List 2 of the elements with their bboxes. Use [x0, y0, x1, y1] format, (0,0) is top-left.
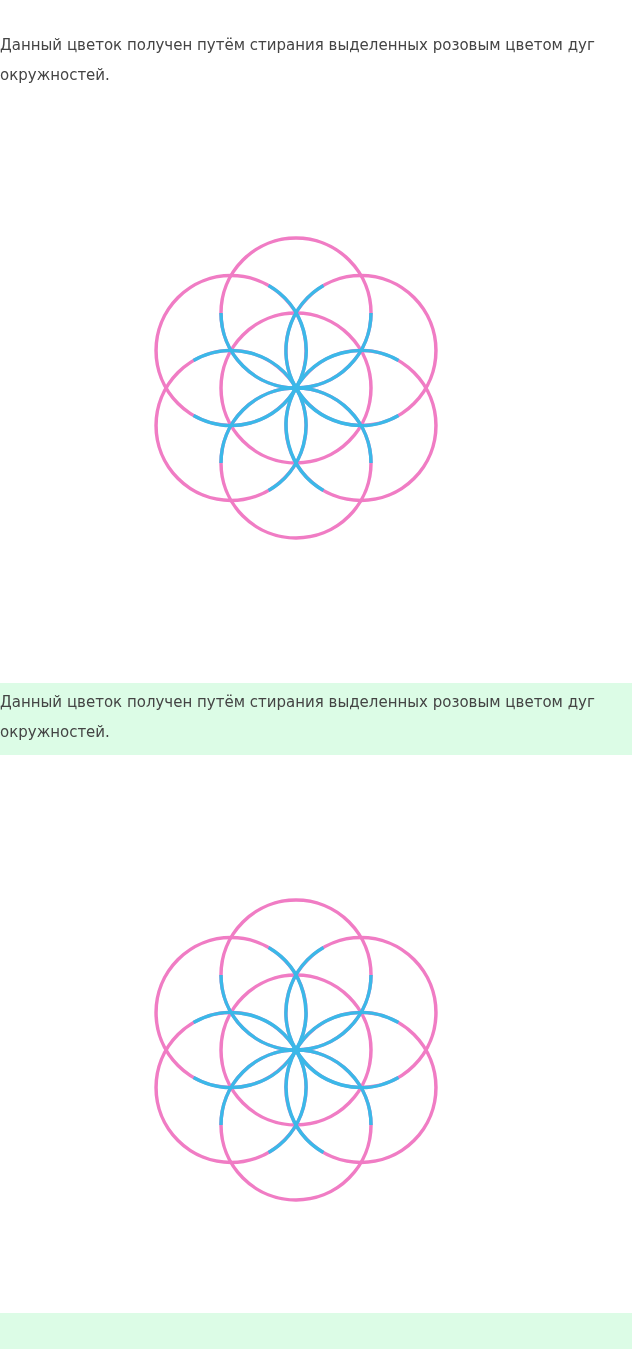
paragraph: Данный цветок получен путём стирания выделенных розовым цветом дуг окружностей. — [0, 35, 596, 86]
paragraph: Данный цветок получен путём стирания выделенных розовым цветом дуг окружностей. — [0, 692, 596, 743]
